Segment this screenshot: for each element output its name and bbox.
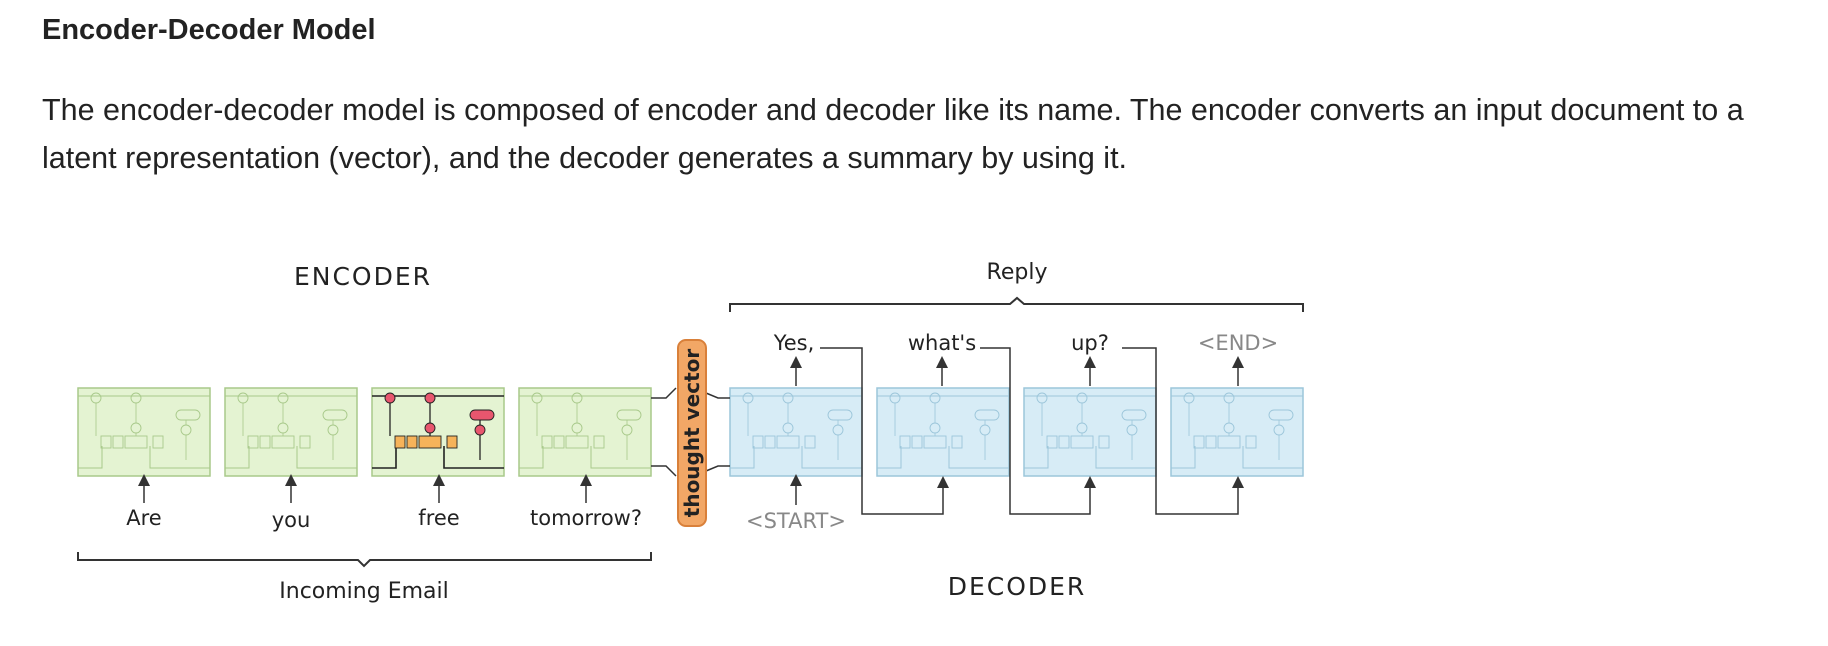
feedback-loop [820, 347, 949, 515]
encoder-title: ENCODER [294, 262, 432, 291]
reply-brace [729, 296, 1304, 312]
rnn-cell [371, 387, 505, 477]
thought-vector-box [677, 339, 707, 527]
rnn-cell [77, 387, 211, 477]
decoder-output-word: up? [1071, 331, 1109, 355]
encoder-vector-connector [651, 387, 677, 399]
reply-label: Reply [987, 260, 1048, 285]
rnn-cell [224, 387, 358, 477]
section-heading: Encoder-Decoder Model [42, 14, 376, 46]
incoming-email-brace [77, 552, 652, 568]
vector-decoder-connector [705, 392, 730, 399]
rnn-cell [729, 387, 863, 477]
rnn-cell [518, 387, 652, 477]
vector-decoder-connector [705, 465, 730, 472]
decoder-output-word: <END> [1198, 331, 1278, 355]
feedback-loop [1122, 347, 1244, 515]
rnn-cell [1170, 387, 1304, 477]
feedback-loop [980, 347, 1096, 515]
section-paragraph: The encoder-decoder model is composed of… [42, 93, 1744, 175]
decoder-output-word: what's [908, 331, 976, 355]
decoder-title: DECODER [948, 572, 1087, 601]
encoder-input-word: free [418, 506, 459, 530]
thought-vector-label: thought vector [680, 349, 704, 518]
decoder-start-token: <START> [746, 509, 846, 533]
rnn-cell [876, 387, 1010, 477]
encoder-vector-connector [651, 465, 677, 477]
encoder-input-word: tomorrow? [530, 506, 642, 530]
encoder-input-word: Are [126, 506, 161, 530]
decoder-output-word: Yes, [773, 331, 815, 355]
encoder-input-word: you [272, 508, 311, 532]
encoder-cells [77, 387, 677, 503]
rnn-cell [1023, 387, 1157, 477]
incoming-email-label: Incoming Email [279, 579, 448, 604]
decoder-cells [705, 347, 1304, 515]
